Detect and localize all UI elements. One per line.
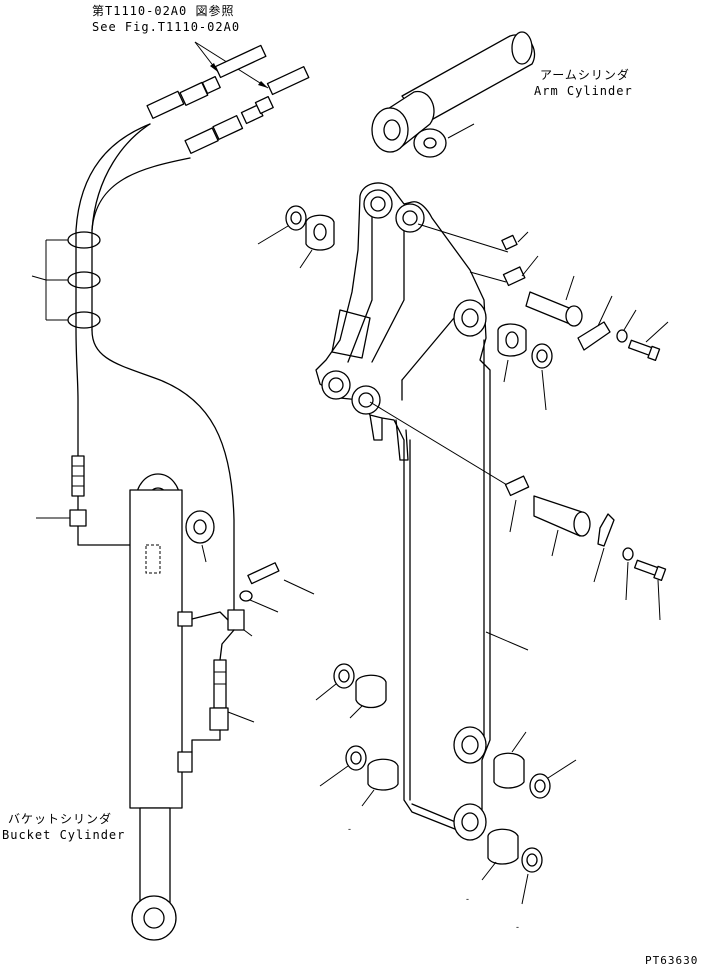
drawing-code: PT63630	[645, 954, 699, 967]
lower-left-bushings: -	[257, 205, 399, 834]
reference-label-jp: 第T1110-02A0 図参照	[92, 4, 235, 18]
hose-fitting-left	[36, 455, 87, 527]
bucket-cylinder-label-en: Bucket Cylinder	[2, 828, 126, 842]
lower-right-bushings: - -	[466, 731, 577, 932]
bucket-cylinder-label-jp: バケットシリンダ	[8, 812, 113, 826]
washer-cylinder	[185, 510, 215, 544]
arm-body	[315, 182, 529, 841]
bucket-cylinder-drawing	[129, 473, 193, 941]
svg-text:-: -	[516, 922, 519, 932]
reference-label-en: See Fig.T1110-02A0	[92, 20, 241, 34]
hose-clamps	[31, 231, 101, 329]
arm-cylinder-label-en: Arm Cylinder	[534, 84, 633, 98]
svg-text:-: -	[466, 894, 469, 904]
arm-cylinder-drawing	[371, 31, 536, 158]
cylinder-hose-bracket	[191, 562, 315, 753]
pins-and-fittings	[369, 223, 669, 621]
arm-cylinder-label-jp: アームシリンダ	[540, 68, 630, 82]
svg-text:-: -	[348, 824, 351, 834]
hose-fittings-top	[146, 44, 310, 154]
